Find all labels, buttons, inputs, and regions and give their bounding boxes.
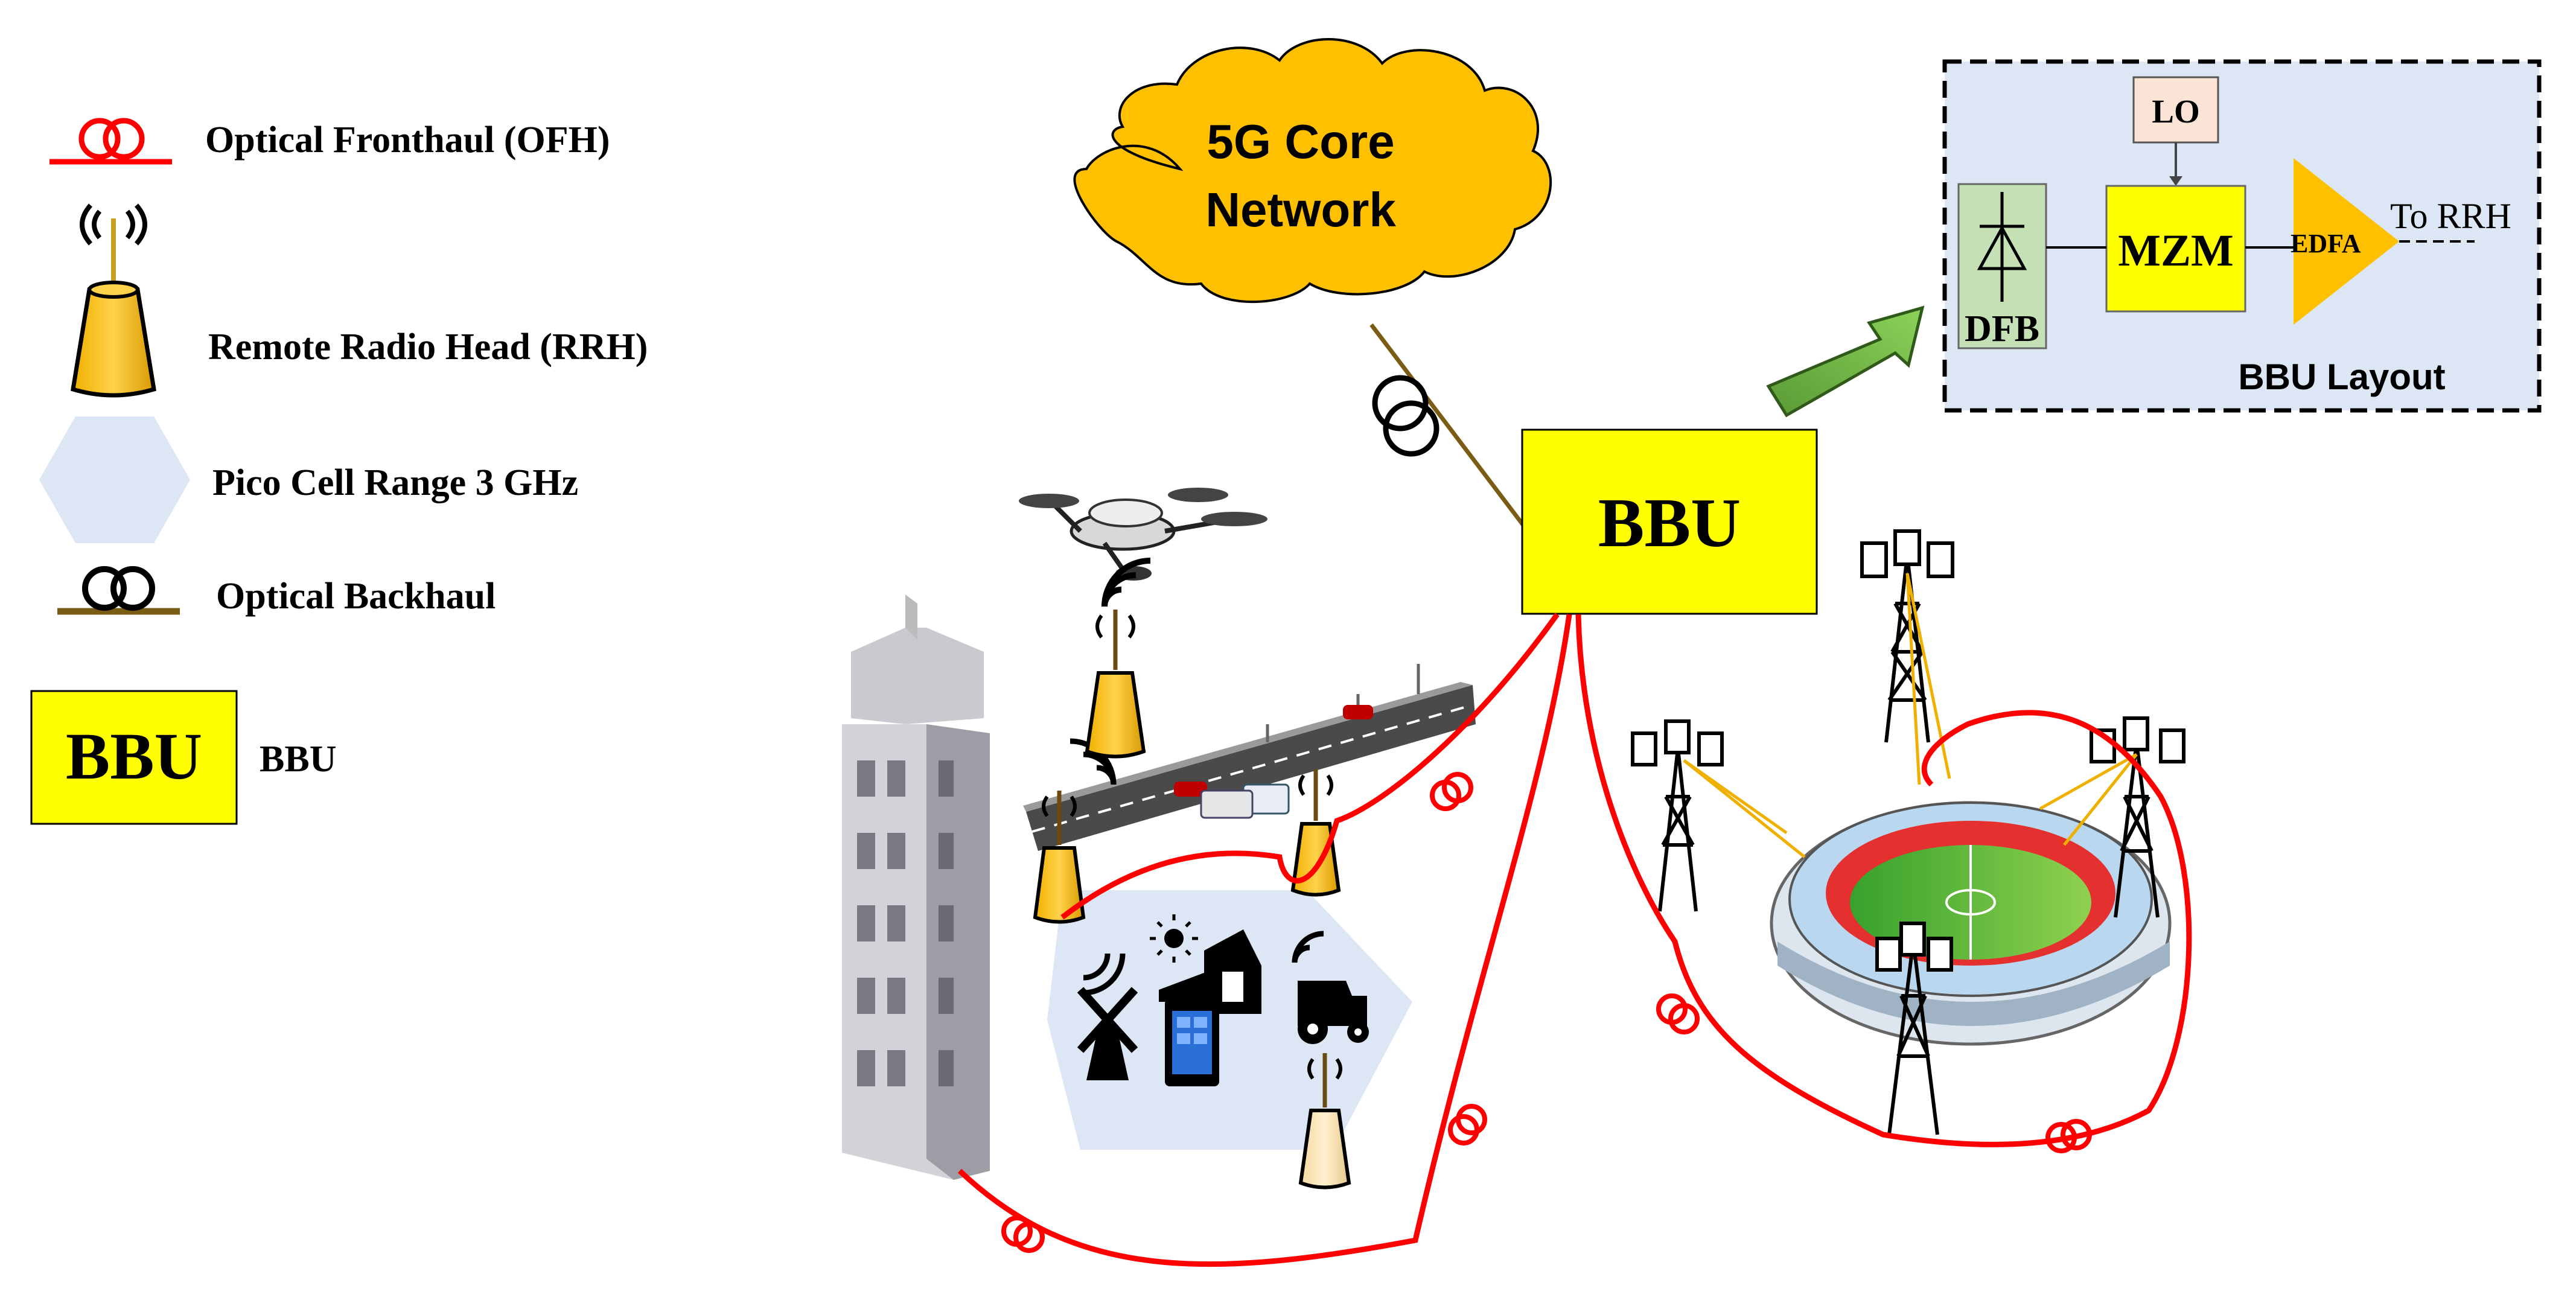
tower-beams: [1683, 573, 2138, 858]
optical-backhaul-link: [1369, 323, 1532, 536]
cell-tower-right: [2090, 716, 2185, 918]
optical-fronthaul-links: [957, 613, 2192, 1267]
edfa-amplifier: [2294, 158, 2399, 325]
bbu-layout-title: BBU Layout: [2238, 357, 2445, 397]
skyscraper: [842, 594, 990, 1180]
core-network-cloud: 5G Core Network: [1073, 38, 1552, 304]
backhaul-legend-label: Optical Backhaul: [216, 576, 496, 617]
bbu-legend-box: [30, 690, 238, 825]
bbu-layout-panel: LO MZM DFB EDFA To RRH BBU Layout: [1942, 59, 2542, 413]
lo-block: [2132, 76, 2219, 144]
to-rrh-label: To RRH: [2390, 196, 2511, 236]
fronthaul-coils: [1001, 772, 2092, 1253]
mzm-label: MZM: [2118, 226, 2234, 276]
rrh-legend-icon: [71, 203, 156, 398]
rrh-antenna-drone: [1085, 610, 1146, 759]
bbu-box: [1521, 428, 1818, 615]
drone-icon: [1019, 488, 1267, 581]
layout-arrow: [1766, 305, 1925, 418]
dfb-label: DFB: [1965, 308, 2039, 349]
pico-cell-legend-icon: [39, 416, 190, 543]
legend: Optical Fronthaul (OFH) Remote Radio Hea…: [30, 118, 648, 825]
wifi-icon-tractor: [1292, 931, 1324, 963]
pico-cell-legend-label: Pico Cell Range 3 GHz: [212, 462, 578, 503]
bbu-label: BBU: [1598, 485, 1741, 561]
wifi-icon-drone: [1101, 558, 1151, 607]
sun-icon: [1150, 914, 1198, 963]
core-network-line1: 5G Core: [1207, 115, 1394, 168]
fronthaul-legend-label: Optical Fronthaul (OFH): [205, 119, 610, 161]
pico-cell-area: [1047, 890, 1412, 1150]
tractor-icon: [1298, 981, 1369, 1044]
highway: [1023, 664, 1476, 851]
cell-tower-left: [1631, 719, 1724, 912]
bbu-legend-label: BBU: [260, 739, 336, 780]
barn-icon: [1159, 929, 1261, 1014]
laser-diode-icon: [1977, 192, 2027, 302]
fronthaul-legend-icon: [49, 118, 172, 165]
mzm-block: [2105, 185, 2246, 313]
wifi-icon-windmill: [1083, 953, 1126, 996]
rrh-antenna-pico: [1298, 1053, 1351, 1190]
cell-tower-top: [1860, 529, 1954, 743]
cell-tower-bottom: [1875, 922, 1953, 1135]
windmill-icon: [1077, 987, 1138, 1080]
stadium: [1770, 801, 2172, 1046]
rrh-antenna-road-left: [1033, 791, 1086, 924]
core-network-line2: Network: [1205, 183, 1396, 237]
edfa-label: EDFA: [2291, 229, 2361, 258]
backhaul-legend-icon: [57, 566, 180, 615]
smartphone-icon: [1165, 999, 1219, 1086]
lo-label: LO: [2152, 93, 2199, 130]
bbu-legend-box-text: BBU: [66, 719, 202, 793]
rrh-legend-label: Remote Radio Head (RRH): [208, 327, 648, 368]
